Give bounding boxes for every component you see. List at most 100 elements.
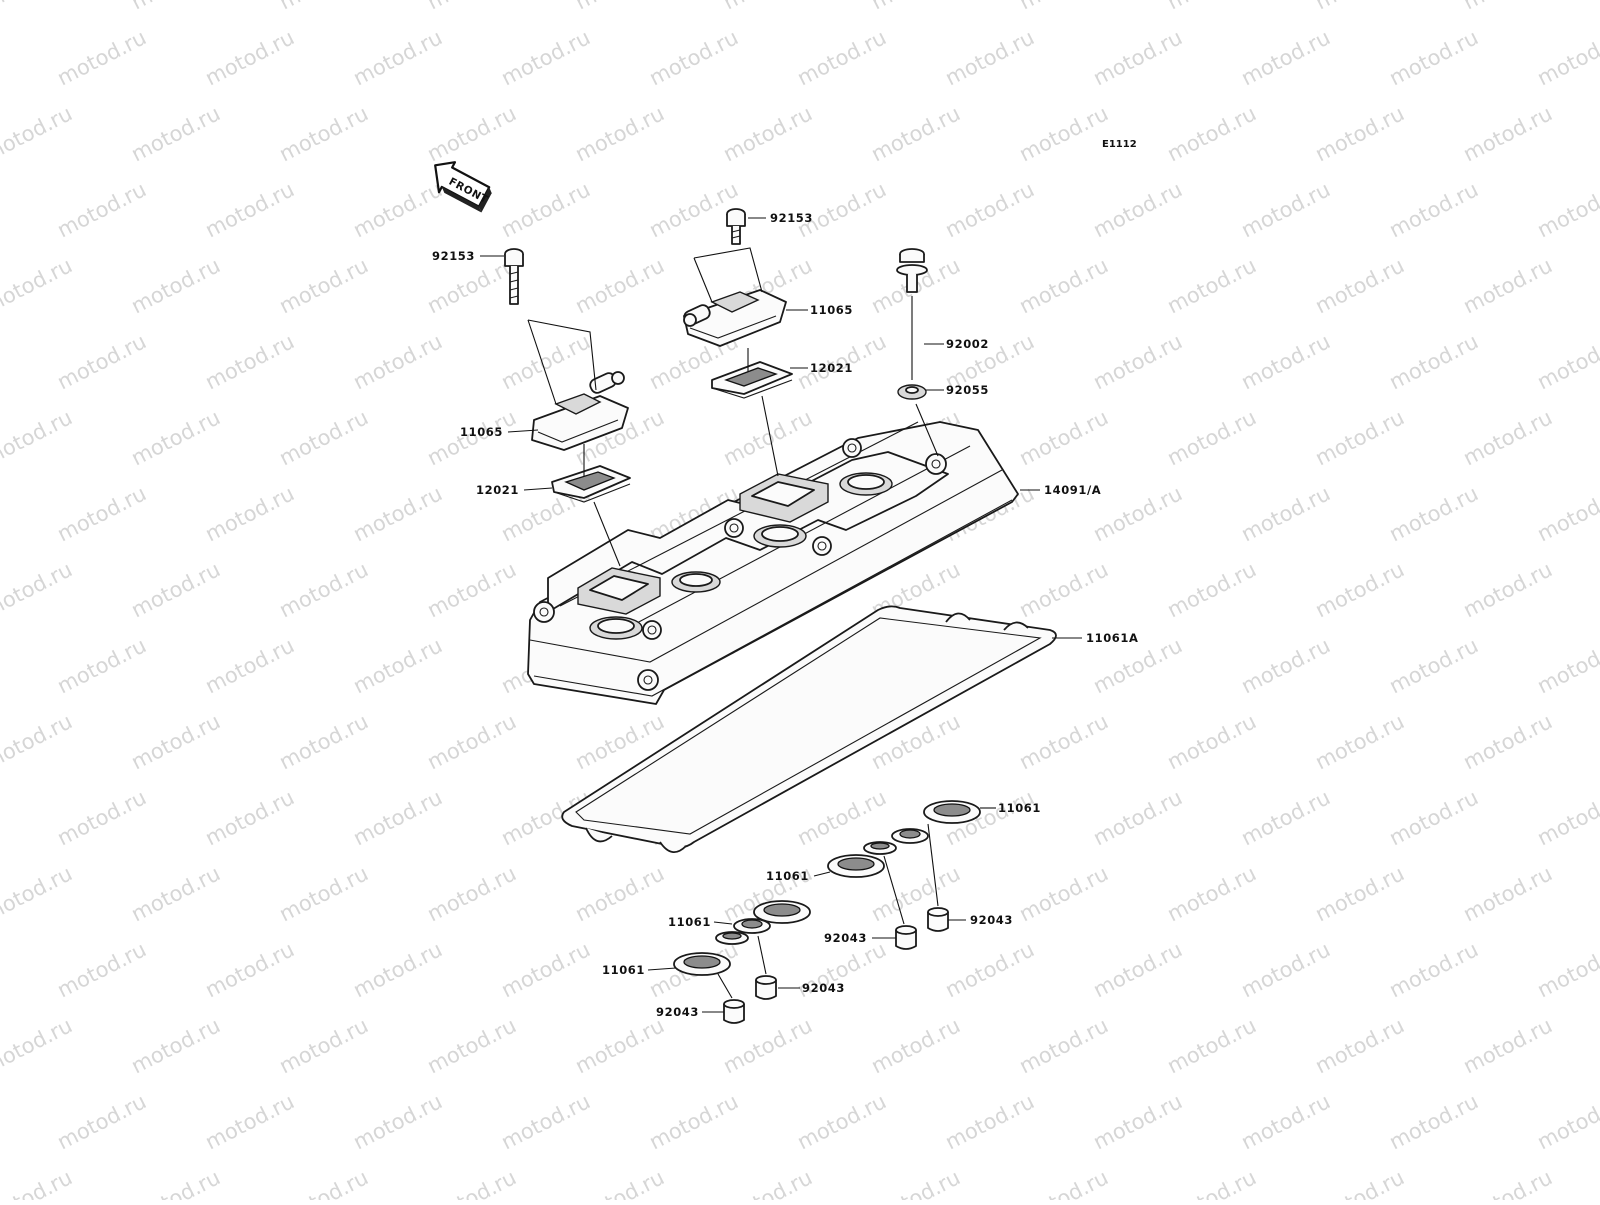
watermark-text: motod.ru [127,253,224,318]
watermark-text: motod.ru [275,709,372,774]
plug-hole-seal-7 [715,931,749,945]
watermark-text: motod.ru [1533,785,1600,850]
callout-label: 92153 [432,249,475,263]
watermark-text: motod.ru [423,1165,520,1200]
watermark-text: motod.ru [0,1013,76,1078]
callout-label: 92043 [824,931,867,945]
watermark-text: motod.ru [1385,177,1482,242]
plug-hole-seal-2 [891,828,929,844]
watermark-text: motod.ru [867,1165,964,1200]
watermark-text: motod.ru [867,101,964,166]
watermark-text: motod.ru [349,25,446,90]
watermark-text: motod.ru [1163,0,1260,14]
watermark-text: motod.ru [1237,177,1334,242]
watermark-text: motod.ru [719,405,816,470]
callout-label: 11061A [1086,631,1139,645]
watermark-text: motod.ru [941,937,1038,1002]
watermark-text: motod.ru [1089,329,1186,394]
watermark-text: motod.ru [1163,861,1260,926]
watermark-text: motod.ru [1015,253,1112,318]
watermark-text: motod.ru [423,1013,520,1078]
watermark-text: motod.ru [1089,937,1186,1002]
watermark-text: motod.ru [423,101,520,166]
bolt-92153-left [504,248,524,305]
collar-92043-c [755,975,777,1000]
watermark-text: motod.ru [1459,1165,1556,1200]
watermark-text: motod.ru [0,253,76,318]
watermark-text: motod.ru [1385,1089,1482,1154]
plug-hole-seal-8 [673,952,731,976]
watermark-text: motod.ru [571,861,668,926]
watermark-text: motod.ru [1385,329,1482,394]
watermark-text: motod.ru [0,0,76,14]
callout-label: 11061 [998,801,1041,815]
watermark-text: motod.ru [201,633,298,698]
callout-leaders [480,217,1082,1013]
watermark-text: motod.ru [1015,861,1112,926]
plug-hole-seal-6 [733,918,771,934]
watermark-text: motod.ru [127,101,224,166]
watermark-text: motod.ru [53,329,150,394]
watermark-text: motod.ru [1311,1013,1408,1078]
watermark-text: motod.ru [349,329,446,394]
watermark-text: motod.ru [53,937,150,1002]
watermark-text: motod.ru [275,101,372,166]
watermark-text: motod.ru [1015,405,1112,470]
callout-label: 11061 [602,963,645,977]
cylinder-head-cover [527,421,1019,705]
watermark-text: motod.ru [127,1165,224,1200]
watermark-text: motod.ru [0,785,2,850]
watermark-text: motod.ru [571,101,668,166]
watermark-text: motod.ru [1015,0,1112,14]
watermark-text: motod.ru [1311,101,1408,166]
watermark-text: motod.ru [349,481,446,546]
watermark-text: motod.ru [275,0,372,14]
washer-92055 [897,384,927,400]
watermark-text: motod.ru [497,329,594,394]
watermark-text: motod.ru [1459,709,1556,774]
callout-label: 92043 [970,913,1013,927]
watermark-text: motod.ru [349,177,446,242]
watermark-text: motod.ru [941,177,1038,242]
watermark-text: motod.ru [497,1089,594,1154]
watermark-text: motod.ru [275,861,372,926]
watermark-text: motod.ru [0,1089,2,1154]
watermark-text: motod.ru [201,785,298,850]
watermark-text: motod.ru [53,785,150,850]
callout-label: 92055 [946,383,989,397]
callout-label: 12021 [810,361,853,375]
watermark-text: motod.ru [201,1089,298,1154]
watermark-text: motod.ru [1533,1089,1600,1154]
watermark-text: motod.ru [0,557,76,622]
watermark-text: motod.ru [1459,101,1556,166]
watermark-text: motod.ru [53,481,150,546]
watermark-text: motod.ru [201,937,298,1002]
watermark-text: motod.ru [571,1165,668,1200]
watermark-text: motod.ru [1533,329,1600,394]
watermark-text: motod.ru [1311,405,1408,470]
watermark-text: motod.ru [1237,329,1334,394]
assembly-lines [527,247,939,999]
watermark-text: motod.ru [1237,633,1334,698]
watermark-text: motod.ru [349,785,446,850]
watermark-text: motod.ru [1311,1165,1408,1200]
watermark-text: motod.ru [0,405,76,470]
watermark-text: motod.ru [1385,937,1482,1002]
watermark-text: motod.ru [0,329,2,394]
watermark-text: motod.ru [1015,557,1112,622]
watermark-text: motod.ru [275,557,372,622]
callout-labels: 92153 92153 11065 11065 12021 12021 9200… [432,211,1139,1019]
callout-label: 12021 [476,483,519,497]
collar-92043-b [895,925,917,950]
watermark-text: motod.ru [1311,861,1408,926]
watermark-text: motod.ru [793,177,890,242]
watermark-text: motod.ru [0,709,76,774]
watermark-text: motod.ru [867,0,964,14]
reed-valve-cover-right [683,289,787,347]
watermark-text: motod.ru [275,405,372,470]
callout-label: 92043 [656,1005,699,1019]
callout-label: 11061 [766,869,809,883]
watermark-text: motod.ru [423,0,520,14]
watermark-text: motod.ru [275,1165,372,1200]
watermark-text: motod.ru [1311,253,1408,318]
